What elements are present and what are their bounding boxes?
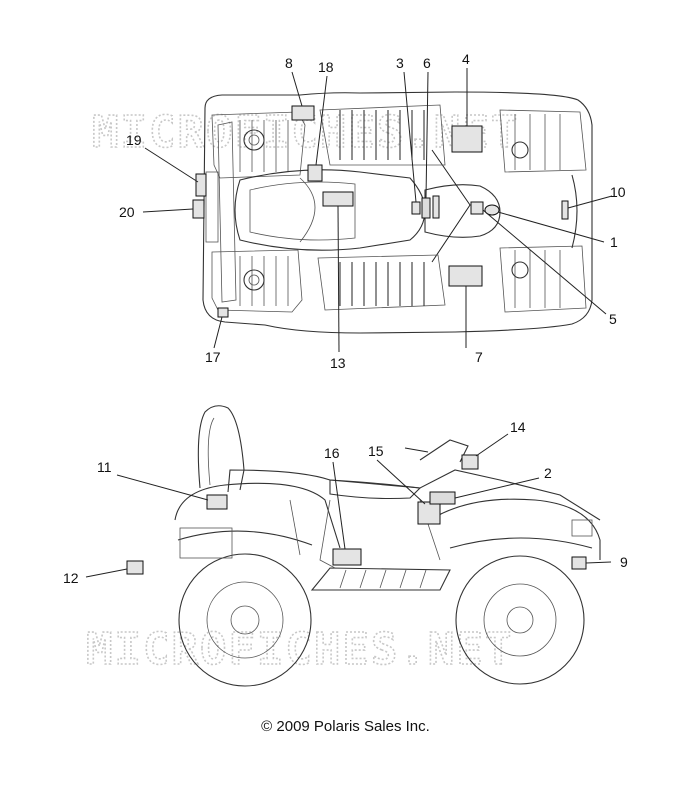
decal-17 [217, 307, 229, 318]
atv-top-view [192, 91, 593, 334]
decal-13 [322, 191, 354, 207]
callout-20: 20 [119, 204, 135, 220]
decal-2 [429, 491, 456, 505]
decal-11 [206, 494, 228, 510]
callout-4: 4 [462, 51, 470, 67]
callout-19: 19 [126, 132, 142, 148]
decal-9 [571, 556, 587, 570]
callout-5: 5 [609, 311, 617, 327]
decal-12 [126, 560, 144, 575]
decal-15 [417, 501, 441, 525]
callout-16: 16 [324, 445, 340, 461]
callout-9: 9 [620, 554, 628, 570]
decal-3 [411, 201, 421, 215]
callout-1: 1 [610, 234, 618, 250]
decal-20 [192, 199, 205, 219]
callout-12: 12 [63, 570, 79, 586]
callout-18: 18 [318, 59, 334, 75]
decal-1 [484, 204, 500, 216]
callout-13: 13 [330, 355, 346, 371]
callout-3: 3 [396, 55, 404, 71]
callout-6: 6 [423, 55, 431, 71]
callout-8: 8 [285, 55, 293, 71]
decal-18 [307, 164, 323, 182]
callout-7: 7 [475, 349, 483, 365]
decal-19 [195, 173, 207, 197]
callout-17: 17 [205, 349, 221, 365]
callout-2: 2 [544, 465, 552, 481]
decal-6 [421, 197, 431, 219]
callout-10: 10 [610, 184, 626, 200]
top-view-leaders [142, 68, 613, 353]
decal-10 [561, 200, 569, 220]
callout-15: 15 [368, 443, 384, 459]
side-view-leaders [85, 433, 612, 578]
callout-14: 14 [510, 419, 526, 435]
decal-16 [332, 548, 362, 566]
decal-5 [470, 201, 484, 215]
decal-4 [451, 125, 483, 153]
watermark-bottom: MICROFICHES.NET [86, 624, 513, 675]
copyright-notice: © 2009 Polaris Sales Inc. [261, 718, 430, 735]
callout-labels: 8 18 3 6 4 19 20 10 1 5 17 13 7 14 16 15… [63, 51, 628, 586]
atv-side-view [126, 405, 601, 687]
callout-11: 11 [97, 459, 112, 475]
decal-7 [448, 265, 483, 287]
decal-14 [461, 454, 479, 470]
decal-8 [291, 105, 315, 121]
decal-6b [432, 195, 440, 219]
